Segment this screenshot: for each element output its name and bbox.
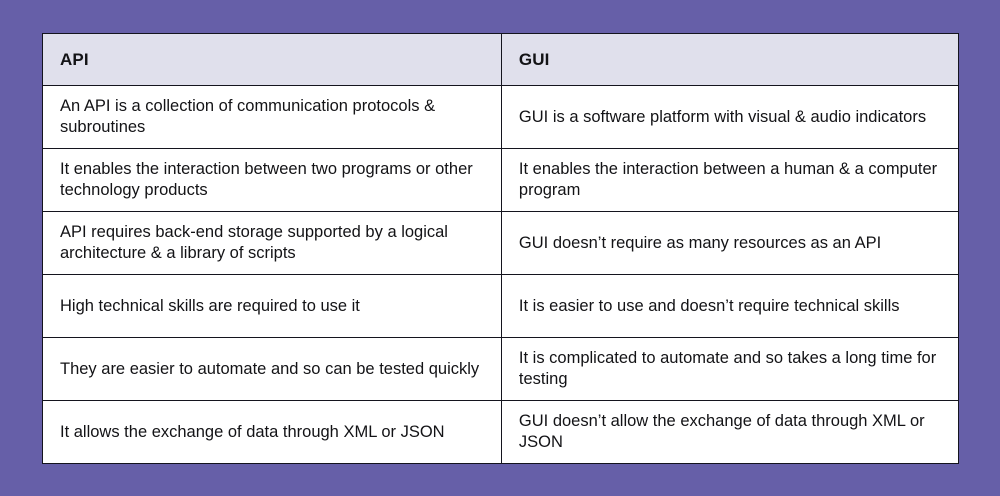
cell-text-gui: GUI doesn’t require as many resources as… [518,233,882,252]
cell-api: High technical skills are required to us… [42,274,502,338]
table-header: API GUI [42,33,960,86]
api-gui-comparison-table: API GUI An API is a collection of commun… [42,33,960,464]
table-row: It allows the exchange of data through X… [42,400,960,464]
cell-api: They are easier to automate and so can b… [42,337,502,401]
cell-gui: It is complicated to automate and so tak… [500,337,960,401]
cell-text-api: High technical skills are required to us… [60,296,360,315]
table-body: An API is a collection of communication … [42,85,960,464]
table-header-row: API GUI [42,33,960,86]
cell-api: It enables the interaction between two p… [42,148,502,212]
cell-gui: It enables the interaction between a hum… [500,148,960,212]
cell-api: It allows the exchange of data through X… [42,400,502,464]
cell-gui: GUI is a software platform with visual &… [500,85,960,149]
cell-text-api: It allows the exchange of data through X… [60,422,445,441]
cell-text-gui: It enables the interaction between a hum… [518,160,938,199]
cell-text-api: They are easier to automate and so can b… [60,359,480,378]
table-row: API requires back-end storage supported … [42,211,960,275]
cell-text-gui: It is complicated to automate and so tak… [518,349,937,388]
cell-api: API requires back-end storage supported … [42,211,502,275]
cell-text-gui: It is easier to use and doesn’t require … [518,296,900,315]
comparison-table-container: API GUI An API is a collection of commun… [42,33,960,464]
cell-text-gui: GUI doesn’t allow the exchange of data t… [518,412,925,451]
cell-text-api: An API is a collection of communication … [60,97,436,136]
table-row: They are easier to automate and so can b… [42,337,960,401]
column-header-api: API [42,33,502,86]
cell-gui: GUI doesn’t require as many resources as… [500,211,960,275]
cell-text-api: API requires back-end storage supported … [60,223,448,262]
table-row: High technical skills are required to us… [42,274,960,338]
cell-gui: It is easier to use and doesn’t require … [500,274,960,338]
cell-text-gui: GUI is a software platform with visual &… [518,107,927,126]
table-row: It enables the interaction between two p… [42,148,960,212]
table-row: An API is a collection of communication … [42,85,960,149]
cell-gui: GUI doesn’t allow the exchange of data t… [500,400,960,464]
cell-api: An API is a collection of communication … [42,85,502,149]
column-header-gui: GUI [500,33,960,86]
cell-text-api: It enables the interaction between two p… [60,160,473,199]
